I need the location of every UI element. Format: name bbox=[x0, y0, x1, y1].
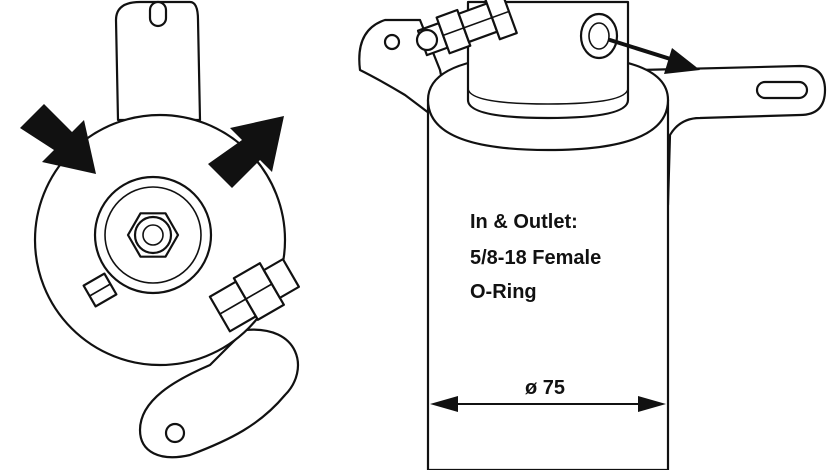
port-bore bbox=[142, 224, 164, 246]
spec-line-inlet-outlet: In & Outlet: bbox=[470, 211, 578, 233]
spec-line-thread: 5/8-18 Female bbox=[470, 247, 601, 269]
spec-line-seal: O-Ring bbox=[470, 281, 537, 303]
upper-tab-slot bbox=[148, 0, 168, 28]
inlet-flow-arrow bbox=[20, 104, 96, 174]
top-view bbox=[20, 0, 301, 459]
dim-arrow-right bbox=[638, 396, 666, 412]
head-threaded-port bbox=[579, 12, 619, 60]
bracket-hole bbox=[164, 422, 186, 444]
side-view: ø 75 In & Outlet: 5/8-18 Female O-Ring bbox=[358, 0, 827, 470]
cylinder-body bbox=[426, 98, 670, 470]
left-ear-hole bbox=[383, 33, 401, 51]
upper-mounting-tab bbox=[114, 0, 202, 122]
bracket-slot bbox=[755, 80, 809, 100]
angled-outlet-fitting bbox=[208, 258, 301, 333]
dim-arrow-left bbox=[430, 396, 458, 412]
side-nut-left bbox=[82, 272, 118, 308]
flange-inner-ring bbox=[104, 186, 202, 284]
outlet-arrow-shaft bbox=[608, 38, 682, 64]
diameter-dimension: ø 75 bbox=[430, 377, 666, 412]
side-fitting-end bbox=[415, 28, 439, 52]
head-cap-rim bbox=[467, 87, 629, 105]
head-port-inner bbox=[588, 22, 610, 50]
port-fitting bbox=[133, 215, 173, 255]
outlet-arrow-head bbox=[664, 48, 700, 74]
outlet-flow-arrow bbox=[208, 116, 284, 188]
diameter-label: ø 75 bbox=[525, 377, 565, 399]
left-bracket-ear bbox=[358, 18, 454, 187]
